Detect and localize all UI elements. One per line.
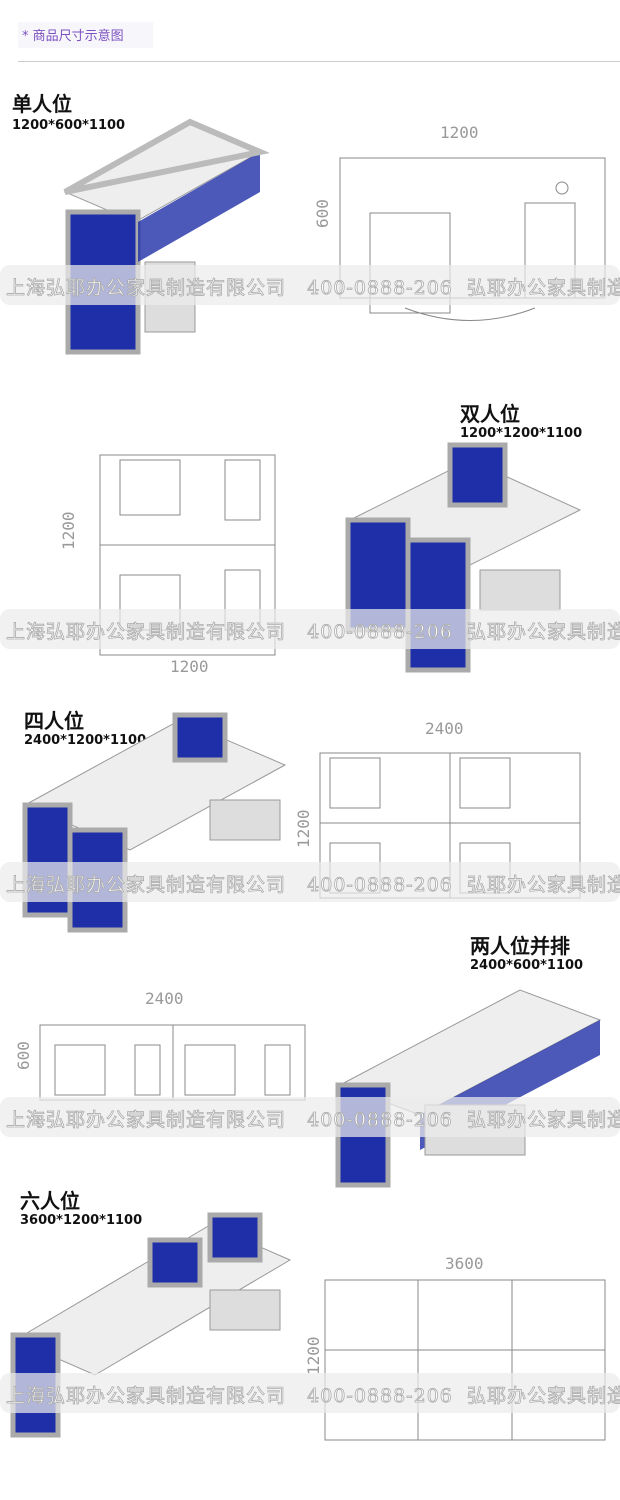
dim-side: 1200 bbox=[305, 1336, 323, 1375]
section-size-four: 2400*1200*1100 bbox=[24, 733, 147, 748]
plan-six-desk: 3600 1200 bbox=[305, 1255, 606, 1441]
dim-bottom: 1200 bbox=[170, 657, 209, 676]
watermark-band: 上海弘耶办公家具制造有限公司 400-0888-206 弘耶办公家具制造 bbox=[0, 1097, 620, 1137]
dim-side: 1200 bbox=[295, 809, 313, 848]
watermark-band: 上海弘耶办公家具制造有限公司 400-0888-206 弘耶办公家具制造 bbox=[0, 265, 620, 305]
plan-double-desk: 1200 1200 bbox=[60, 454, 276, 676]
section-title-six: 六人位 bbox=[20, 1189, 80, 1213]
dim-top: 3600 bbox=[445, 1255, 484, 1273]
dim-side: 600 bbox=[313, 199, 332, 228]
watermark-band: 上海弘耶办公家具制造有限公司 400-0888-206 弘耶办公家具制造 bbox=[0, 1373, 620, 1413]
plan-side-by-side-desk: 2400 600 bbox=[15, 990, 306, 1101]
dim-top: 1200 bbox=[440, 123, 479, 142]
dim-side: 1200 bbox=[60, 511, 78, 550]
section-title-single: 单人位 bbox=[12, 92, 72, 116]
section-header: * 商品尺寸示意图 bbox=[18, 22, 153, 48]
isometric-six-desk bbox=[10, 1212, 292, 1438]
section-title-four: 四人位 bbox=[24, 709, 84, 733]
watermark-band: 上海弘耶办公家具制造有限公司 400-0888-206 弘耶办公家具制造 bbox=[0, 609, 620, 649]
section-size-side-by-side: 2400*600*1100 bbox=[470, 958, 584, 973]
isometric-single-desk bbox=[63, 118, 270, 355]
watermark-band: 上海弘耶办公家具制造有限公司 400-0888-206 弘耶办公家具制造 bbox=[0, 862, 620, 902]
section-title-side-by-side: 两人位并排 bbox=[470, 934, 570, 958]
dim-top: 2400 bbox=[425, 719, 464, 738]
section-title-double: 双人位 bbox=[460, 402, 520, 426]
dim-side: 600 bbox=[15, 1041, 33, 1070]
plan-four-desk: 2400 1200 bbox=[295, 719, 581, 899]
section-size-single: 1200*600*1100 bbox=[12, 118, 126, 133]
divider bbox=[18, 61, 620, 62]
dim-top: 2400 bbox=[145, 990, 184, 1008]
isometric-side-by-side-desk bbox=[335, 989, 602, 1188]
section-size-six: 3600*1200*1100 bbox=[20, 1213, 143, 1228]
section-size-double: 1200*1200*1100 bbox=[460, 426, 583, 441]
